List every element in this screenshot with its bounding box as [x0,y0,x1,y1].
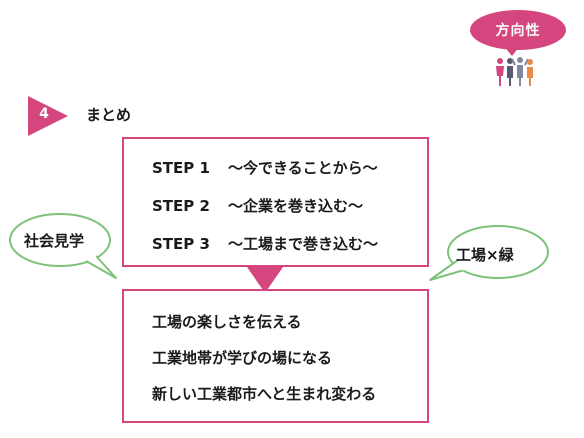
direction-badge: 方向性 [470,10,566,50]
step-1: STEP 1 〜今できることから〜 [152,157,378,178]
outcomes-box: 工場の楽しさを伝える 工業地帯が学びの場になる 新しい工業都市へと生まれ変わる [122,289,429,423]
step-text: 〜工場まで巻き込む〜 [227,235,378,253]
right-bubble-text: 工場×緑 [456,246,514,264]
right-speech-bubble [429,225,549,281]
step-text: 〜企業を巻き込む〜 [227,197,363,215]
outcome-item: 工場の楽しさを伝える [152,313,302,331]
steps-box: STEP 1 〜今できることから〜 STEP 2 〜企業を巻き込む〜 STEP 3 〜… [122,137,429,267]
step-3: STEP 3 〜工場まで巻き込む〜 [152,233,378,254]
section-title: まとめ [86,106,132,124]
left-bubble-text: 社会見学 [24,232,85,250]
direction-badge-label: 方向性 [495,23,541,39]
step-label: STEP 2 [152,197,210,215]
section-marker-icon [28,96,68,136]
people-group-icon [496,57,533,86]
step-text: 〜今できることから〜 [227,159,378,177]
step-label: STEP 1 [152,159,210,177]
down-arrow-icon [247,267,283,293]
step-2: STEP 2 〜企業を巻き込む〜 [152,195,363,216]
badge-tail [504,46,520,56]
step-label: STEP 3 [152,235,210,253]
outcome-item: 工業地帯が学びの場になる [152,349,333,367]
section-number: 4 [39,106,49,122]
outcome-item: 新しい工業都市へと生まれ変わる [152,385,377,403]
left-speech-bubble [9,213,117,279]
